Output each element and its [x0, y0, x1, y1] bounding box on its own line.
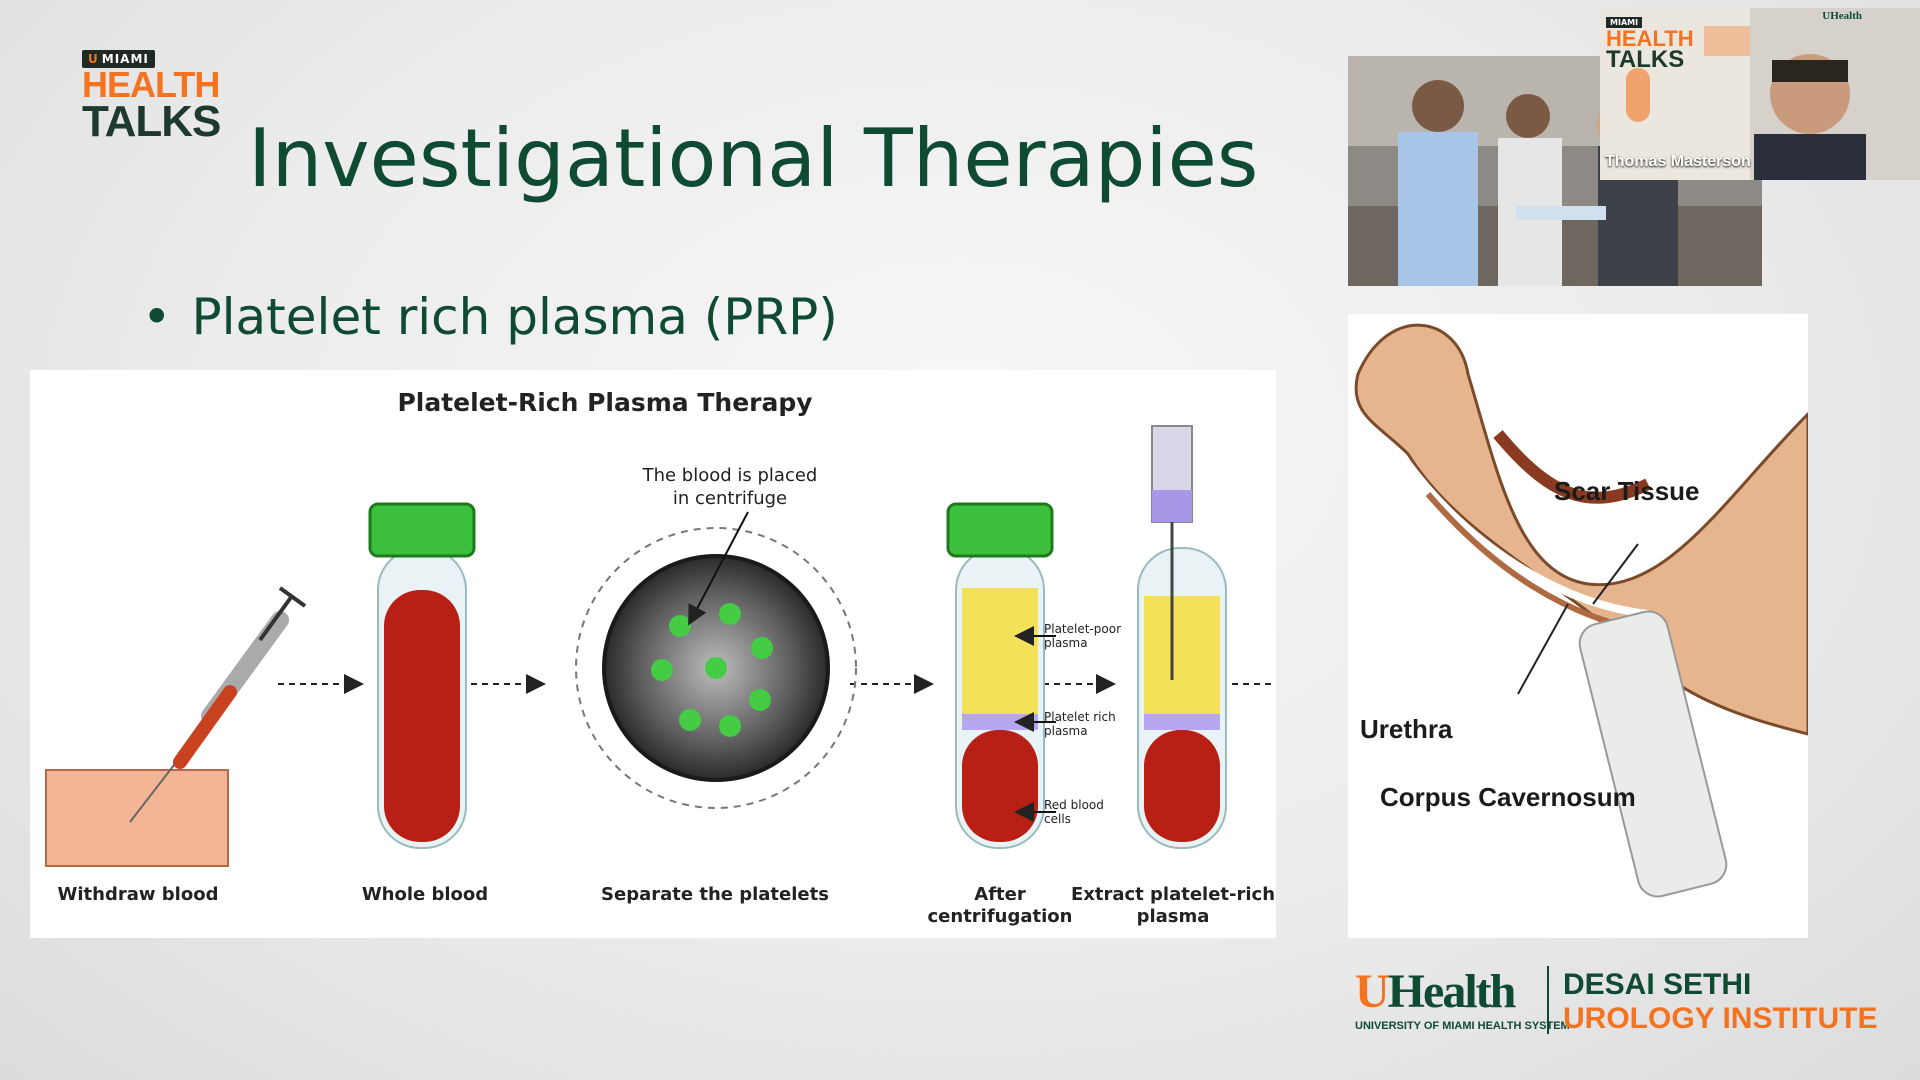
- slide-title: Investigational Therapies: [248, 112, 1259, 205]
- logo-divider: [1547, 966, 1549, 1034]
- pip-logo: MIAMI HEALTH TALKS: [1606, 10, 1694, 73]
- pip-uhealth-mark: UHealth: [1822, 10, 1862, 22]
- label-urethra: Urethra: [1360, 714, 1453, 744]
- centrifuge-note-line1: The blood is placed: [642, 465, 818, 486]
- centrifuge-note-line2: in centrifuge: [672, 488, 788, 509]
- bullet-text: Platelet rich plasma (PRP): [191, 288, 838, 346]
- speaker-video: [1600, 8, 1920, 180]
- anatomy-drawing: [1354, 323, 1808, 898]
- pip-badge: MIAMI: [1606, 17, 1643, 28]
- speaker-video-tile[interactable]: MIAMI HEALTH TALKS UHealth: [1600, 8, 1920, 180]
- pip-health: HEALTH: [1606, 26, 1694, 51]
- uhealth-subtitle: UNIVERSITY OF MIAMI HEALTH SYSTEM: [1355, 1020, 1570, 1032]
- participant-name: Thomas Masterson: [1605, 153, 1751, 170]
- label-corpus-cavernosum: Corpus Cavernosum: [1380, 782, 1636, 812]
- skin-block: [45, 769, 229, 867]
- uhealth-wordmark: UHealth: [1355, 965, 1516, 1018]
- prp-illustration: [45, 425, 1276, 867]
- uhealth-desai-sethi-logo: UHealth UNIVERSITY OF MIAMI HEALTH SYSTE…: [1355, 960, 1895, 1040]
- step-label-whole: Whole blood: [361, 884, 489, 905]
- anatomy-illustration: Scar Tissue Urethra Corpus Cavernosum: [1348, 314, 1808, 938]
- logo-health-text: HEALTH: [82, 64, 220, 105]
- pip-talks: TALKS: [1606, 46, 1685, 73]
- label-scar-tissue: Scar Tissue: [1554, 476, 1700, 506]
- step-label-separate: Separate the platelets: [601, 884, 829, 905]
- step-label-withdraw: Withdraw blood: [57, 884, 219, 905]
- centrifuge-note: The blood is placed in centrifuge: [610, 464, 850, 510]
- bullet-item: •Platelet rich plasma (PRP): [142, 288, 838, 346]
- institute-name-line2: UROLOGY INSTITUTE: [1563, 1002, 1878, 1035]
- institute-name-line1: DESAI SETHI: [1563, 968, 1752, 1001]
- diagram-title: Platelet-Rich Plasma Therapy: [397, 388, 813, 417]
- prp-diagram: Platelet-Rich Plasma Therapy The blood i…: [30, 370, 1276, 938]
- logo-talks-text: TALKS: [82, 97, 221, 146]
